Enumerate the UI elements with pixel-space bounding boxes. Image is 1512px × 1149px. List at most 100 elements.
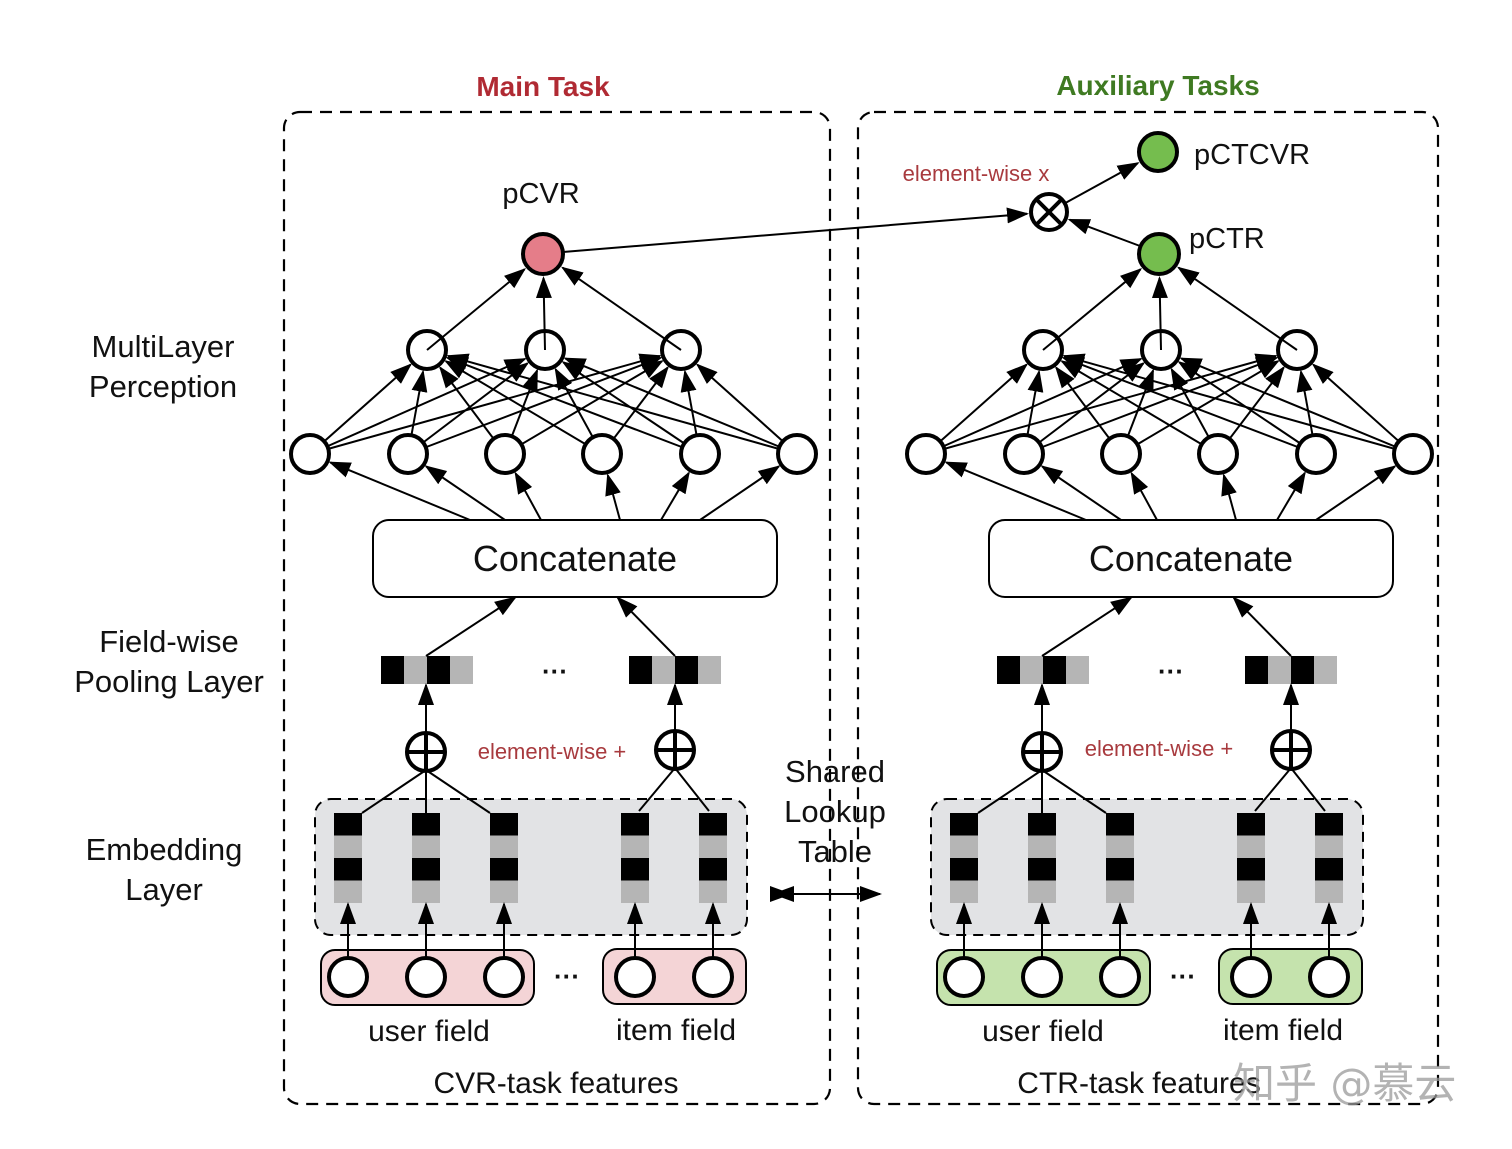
- embedding-label-line1: Embedding: [86, 832, 243, 867]
- ctr-pooled-vector-cell: [1291, 656, 1314, 684]
- mlp-label-line1: MultiLayer: [92, 329, 235, 364]
- cvr-concatenate-box: [372, 519, 778, 598]
- auxiliary-task-container: [856, 110, 1440, 1106]
- ctr-pooling-ellipsis: ···: [1158, 656, 1184, 686]
- ctr-pooled-vector-cell: [1066, 656, 1089, 684]
- ctr-embedding-cell: [1315, 813, 1343, 836]
- pctcvr-label: pCTCVR: [1194, 139, 1310, 171]
- ctr-h2-to-output-arrow: [1042, 268, 1143, 351]
- ctr-h1-to-h2-arrow: [1311, 363, 1414, 455]
- cvr-h2-to-output-arrow: [561, 266, 682, 351]
- cvr-embedding-cell: [621, 858, 649, 881]
- cvr-pooling-ellipsis: ···: [542, 656, 568, 686]
- cvr-pooled-vector-cell: [450, 656, 473, 684]
- cvr-embedding-cell: [699, 813, 727, 836]
- ctr-field-ellipsis: ···: [1170, 961, 1196, 991]
- cvr-embedding-cell: [490, 835, 518, 858]
- ctr-embedding-cell: [950, 880, 978, 903]
- cvr-embedding-cell: [412, 813, 440, 836]
- cvr-hidden-layer1-node: [581, 433, 623, 475]
- ctr-embed-to-sum-line: [1041, 769, 1107, 814]
- ctr-hidden-layer1-node: [1197, 433, 1239, 475]
- cvr-h1-to-h2-arrow: [504, 360, 664, 455]
- auxiliary-tasks-title: Auxiliary Tasks: [1056, 70, 1259, 101]
- ctr-hidden-layer1-node: [1392, 433, 1434, 475]
- cvr-h1-to-h2-arrow: [695, 363, 798, 455]
- ctr-concat-to-h1-arrow: [1276, 471, 1306, 521]
- ctr-concat-to-h1-arrow: [1315, 465, 1397, 521]
- ctr-hidden-layer1-node: [1295, 433, 1337, 475]
- ctr-h1-to-h2-arrow: [1120, 360, 1280, 455]
- cvr-pooled-vector-cell: [652, 656, 675, 684]
- cvr-embed-to-sum-line: [638, 767, 676, 812]
- cvr-hidden-layer1-node: [484, 433, 526, 475]
- cvr-embedding-cell: [490, 813, 518, 836]
- element-wise-add-label-right: element-wise +: [1085, 736, 1234, 761]
- ctr-embedding-cell: [1315, 835, 1343, 858]
- shared-lookup-line3: Table: [798, 834, 872, 869]
- ctr-embedding-cell: [1315, 880, 1343, 903]
- ctr-pool-to-concat-arrow: [1232, 596, 1292, 657]
- ctr-item-field-label: item field: [1223, 1014, 1343, 1047]
- ctr-pooled-vector-cell: [997, 656, 1020, 684]
- ctr-pooled-vector-cell: [1245, 656, 1268, 684]
- cvr-embedding-cell: [699, 835, 727, 858]
- pctr-label: pCTR: [1189, 223, 1265, 255]
- ctr-task-features-label: CTR-task features: [1017, 1067, 1260, 1100]
- cvr-concat-to-h1-arrow: [605, 473, 621, 521]
- cvr-embedding-area: [314, 798, 748, 936]
- cvr-field-ellipsis: ···: [554, 961, 580, 991]
- shared-lookup-arrowhead-left: [772, 886, 794, 902]
- ctr-embedding-cell: [1106, 880, 1134, 903]
- cvr-concat-to-h1-arrow: [328, 461, 471, 521]
- shared-lookup-line2: Lookup: [784, 794, 886, 829]
- cvr-h1-to-h2-arrow: [445, 356, 701, 455]
- cvr-h1-to-h2-arrow: [446, 353, 798, 455]
- ctr-concat-to-h1-arrow: [1040, 465, 1122, 521]
- cvr-concat-to-h1-arrow: [660, 471, 690, 521]
- ctr-concatenate-label: Concatenate: [1089, 538, 1293, 579]
- cvr-embed-to-sum-line: [674, 767, 710, 812]
- ctr-embedding-cell: [950, 858, 978, 881]
- ctr-h1-to-h2-arrow: [925, 363, 1029, 455]
- ctr-h1-to-h2-arrow: [1023, 362, 1146, 455]
- cvr-embedding-cell: [334, 813, 362, 836]
- ctr-input-feature-node: [943, 956, 985, 998]
- cvr-h1-to-h2-arrow: [444, 360, 603, 455]
- cvr-embedding-cell: [412, 858, 440, 881]
- ctr-concatenate-box: [988, 519, 1394, 598]
- ctr-embedding-cell: [1028, 813, 1056, 836]
- multiply-icon-stroke: [1035, 198, 1063, 226]
- cvr-embedding-cell: [621, 813, 649, 836]
- embedding-label-line2: Layer: [125, 872, 203, 907]
- cvr-embedding-cell: [490, 880, 518, 903]
- cvr-pooled-vector-cell: [404, 656, 427, 684]
- ctr-concat-to-h1-arrow: [1130, 471, 1158, 521]
- ctr-embedding-cell: [1028, 858, 1056, 881]
- element-wise-add-label-left: element-wise +: [478, 739, 627, 764]
- cvr-h1-to-h2-arrow: [309, 363, 413, 455]
- cvr-input-feature-node: [692, 956, 734, 998]
- cvr-embed-to-sum-line: [425, 769, 491, 814]
- cvr-hidden-layer1-node: [679, 433, 721, 475]
- diagram-shapes: Concatenate······Concatenate······: [282, 110, 1440, 1106]
- pooling-label-line1: Field-wise: [99, 624, 239, 659]
- cvr-pool-to-concat-arrow: [616, 596, 676, 657]
- cvr-input-feature-node: [327, 956, 369, 998]
- ctr-pooled-vector-cell: [1268, 656, 1291, 684]
- ctr-h1-to-h2-arrow: [1061, 356, 1317, 455]
- ctr-embedding-cell: [1237, 835, 1265, 858]
- pctr-output-node: [1137, 232, 1181, 276]
- cvr-concat-to-h1-arrow: [424, 465, 506, 521]
- ctr-embedding-cell: [1106, 813, 1134, 836]
- cvr-pooled-vector-cell: [629, 656, 652, 684]
- cvr-embedding-cell: [412, 880, 440, 903]
- main-task-title: Main Task: [476, 71, 610, 102]
- ctr-h2-to-output-arrow: [1177, 266, 1298, 351]
- ctr-h1-to-h2-arrow: [1060, 360, 1219, 455]
- element-wise-multiply-label: element-wise x: [903, 161, 1050, 186]
- ctr-embedding-cell: [1237, 858, 1265, 881]
- ctr-hidden-layer1-node: [1003, 433, 1045, 475]
- cvr-hidden-layer1-node: [289, 433, 331, 475]
